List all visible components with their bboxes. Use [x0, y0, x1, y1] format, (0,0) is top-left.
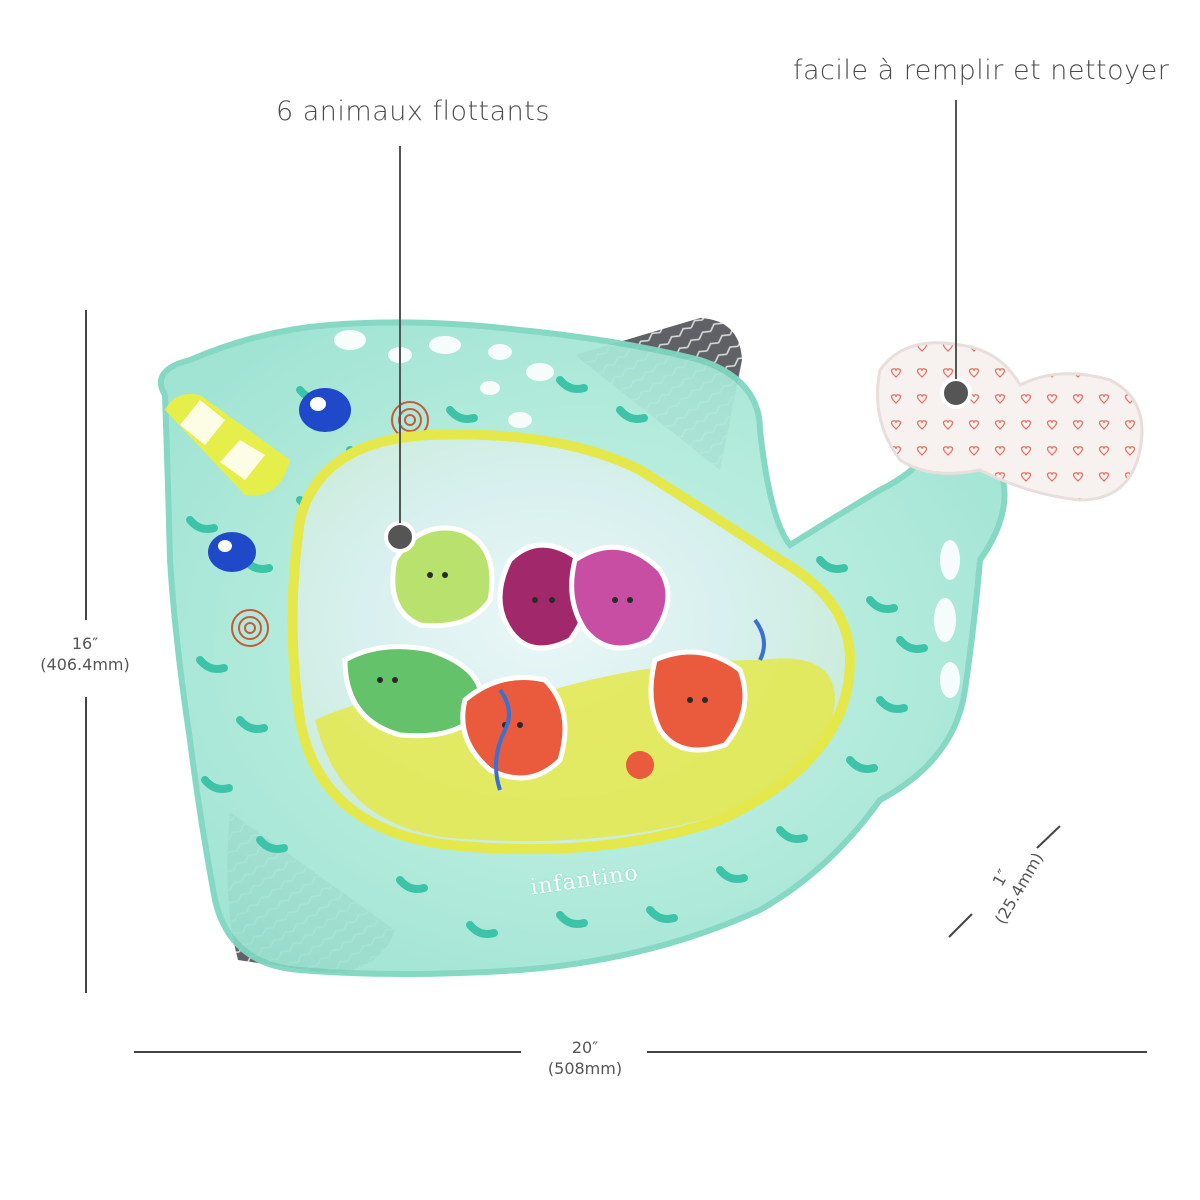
dimension-lines: [85, 310, 1147, 1053]
height-inches: 16″: [71, 634, 99, 653]
height-mm: (406.4mm): [40, 655, 130, 674]
arc-pattern: [186, 376, 928, 938]
eyes: [208, 388, 351, 572]
width-dimension-label: 20″ (508mm): [530, 1037, 640, 1079]
easy-fill-callout: facile à remplir et nettoyer: [793, 55, 1170, 86]
floating-animals-callout: 6 animaux flottants: [276, 96, 550, 127]
floating-animals: [342, 525, 748, 781]
cheek-scribbles: [231, 401, 429, 647]
width-mm: (508mm): [547, 1059, 623, 1078]
floating-animals-pointer-dot: [384, 521, 416, 553]
easy-fill-pointer-dot: [940, 377, 972, 409]
bubble-dots: [334, 330, 960, 698]
horn: [165, 394, 290, 496]
seaweed: [494, 618, 766, 791]
width-inches: 20″: [571, 1038, 599, 1057]
tail-cushion: [876, 341, 1144, 502]
height-dimension-label: 16″ (406.4mm): [30, 633, 140, 675]
